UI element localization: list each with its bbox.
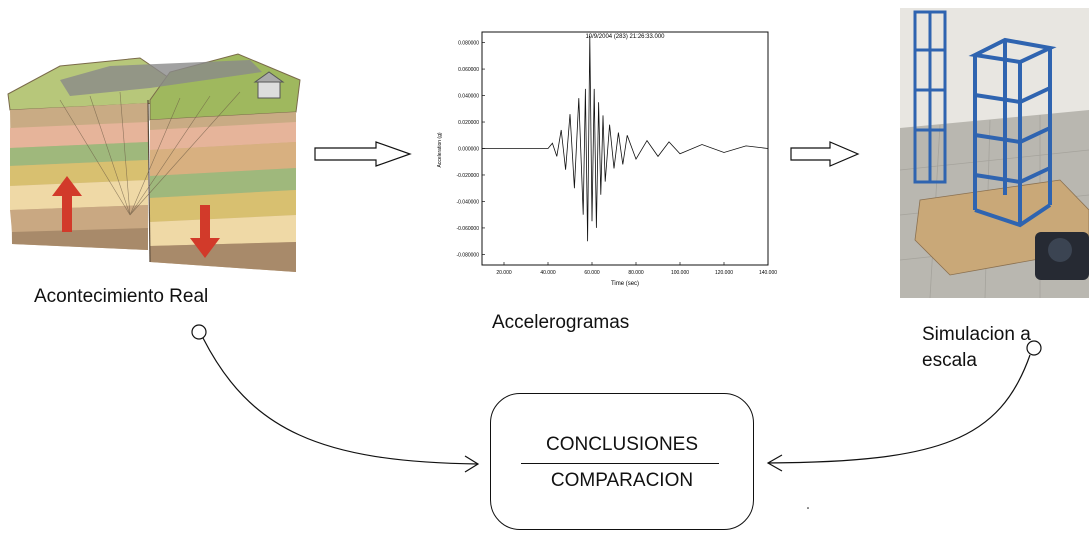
chart-title: 10/9/2004 (283) 21:26:33.000 bbox=[585, 34, 665, 40]
label-scale-sim: Simulacion a escala bbox=[922, 322, 1031, 374]
hollow-arrow-right bbox=[790, 141, 860, 167]
y-tick-label: 0.040000 bbox=[458, 94, 479, 100]
y-tick-label: -0.080000 bbox=[456, 252, 479, 258]
chart-xlabel: Time (sec) bbox=[611, 281, 639, 287]
x-tick-label: 120.000 bbox=[715, 270, 733, 276]
label-scale-sim-line2: escala bbox=[922, 350, 977, 371]
y-tick-label: 0.020000 bbox=[458, 120, 479, 126]
label-accelerograms: Accelerogramas bbox=[492, 312, 630, 333]
conclusions-box: CONCLUSIONES COMPARACION bbox=[490, 393, 754, 530]
x-tick-label: 80.000 bbox=[628, 270, 644, 276]
y-tick-label: 0.000000 bbox=[458, 147, 479, 153]
arrowhead-icon bbox=[766, 454, 783, 472]
x-tick-label: 60.000 bbox=[584, 270, 600, 276]
fraction-rule bbox=[521, 463, 719, 464]
x-tick-label: 100.000 bbox=[671, 270, 689, 276]
accelerogram-trace bbox=[482, 35, 769, 242]
chart-ylabel: Acceleration (g) bbox=[437, 132, 443, 167]
label-real-event: Acontecimiento Real bbox=[34, 286, 209, 307]
arrowhead-icon bbox=[464, 455, 480, 473]
x-tick-label: 140.000 bbox=[759, 270, 777, 276]
x-tick-label: 20.000 bbox=[496, 270, 512, 276]
y-tick-label: 0.060000 bbox=[458, 67, 479, 73]
x-tick-label: 40.000 bbox=[540, 270, 556, 276]
y-tick-label: -0.020000 bbox=[456, 173, 479, 179]
conclusions-label: CONCLUSIONES bbox=[545, 434, 699, 455]
connector-node-left bbox=[191, 324, 207, 340]
y-tick-label: -0.060000 bbox=[456, 226, 479, 232]
comparison-label: COMPARACION bbox=[550, 470, 694, 491]
hollow-arrow-right bbox=[314, 141, 412, 167]
connector-arrow bbox=[202, 337, 479, 465]
y-tick-label: -0.040000 bbox=[456, 199, 479, 205]
plot-frame bbox=[481, 31, 769, 266]
y-tick-label: 0.080000 bbox=[458, 41, 479, 47]
label-scale-sim-line1: Simulacion a bbox=[922, 324, 1031, 345]
